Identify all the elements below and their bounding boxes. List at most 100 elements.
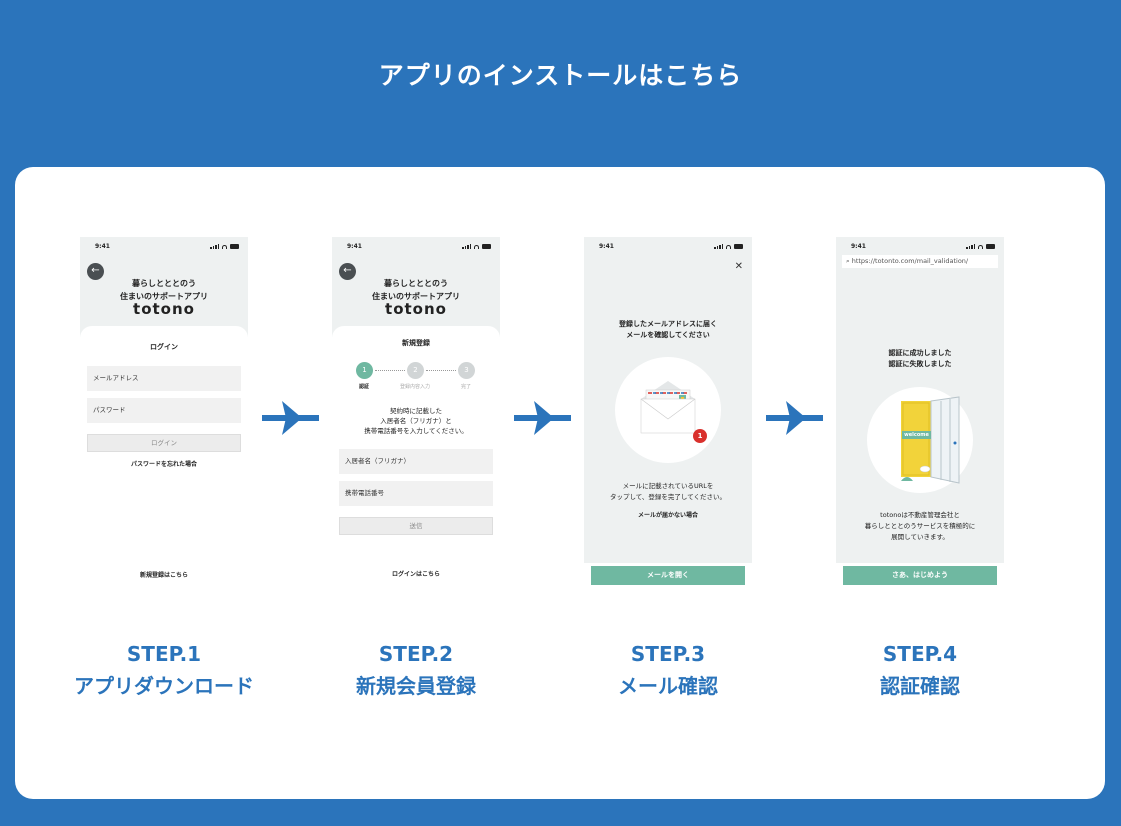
status-bar: 9:41 xyxy=(80,243,248,253)
phone-field[interactable]: 携帯電話番号 xyxy=(339,481,493,506)
back-arrow-icon[interactable]: ← xyxy=(339,263,356,280)
battery-icon xyxy=(734,244,743,249)
step-number: STEP.1 xyxy=(126,642,202,666)
stepper-line xyxy=(426,370,456,371)
battery-icon xyxy=(482,244,491,249)
battery-icon xyxy=(230,244,239,249)
search-icon: ⌕ xyxy=(846,257,852,265)
instructions-line-2: 入居者名（フリガナ）と xyxy=(380,417,452,425)
tagline-line-1: 暮らしとととのう xyxy=(132,279,196,288)
step4-screenshot: 9:41 ⌕ https://totonto.com/mail_validati… xyxy=(836,237,1004,585)
signal-icon xyxy=(210,244,219,249)
stepper-label-3: 完了 xyxy=(460,384,471,390)
browser-url-bar[interactable]: ⌕ https://totonto.com/mail_validation/ xyxy=(842,255,998,268)
stepper-label-1: 認証 xyxy=(358,384,369,390)
auth-body: totonoは不動産管理会社と 暮らしとととのうサービスを積極的に 展開していき… xyxy=(836,510,1004,543)
step-name: 認証確認 xyxy=(880,674,960,698)
wifi-icon xyxy=(726,245,731,249)
submit-button[interactable]: 送信 xyxy=(339,517,493,535)
stepper-dot-2: 2 xyxy=(407,362,424,379)
step-number: STEP.2 xyxy=(378,642,454,666)
wifi-icon xyxy=(978,245,983,249)
signup-sheet: 新規登録 1 2 3 認証 登録内容入力 完了 契約時に記載した 入居者名（フリ… xyxy=(332,326,500,585)
right-arrow-icon xyxy=(514,401,571,435)
step-name: アプリダウンロード xyxy=(74,674,254,698)
envelope-icon xyxy=(640,381,696,434)
stepper-label-2: 登録内容入力 xyxy=(399,384,430,390)
signal-icon xyxy=(966,244,975,249)
right-arrow-icon xyxy=(766,401,823,435)
login-link[interactable]: ログインはこちら xyxy=(391,571,440,578)
instructions: 契約時に記載した 入居者名（フリガナ）と 携帯電話番号を入力してください。 xyxy=(332,406,500,436)
status-icons xyxy=(966,244,995,249)
back-arrow-icon[interactable]: ← xyxy=(87,263,104,280)
name-kana-field[interactable]: 入居者名（フリガナ） xyxy=(339,449,493,474)
status-bar: 9:41 xyxy=(836,243,1004,253)
status-time: 9:41 xyxy=(347,243,362,250)
step2-screenshot: 9:41 ← 暮らしとととのう 住まいのサポートアプリ totono 新規登録 … xyxy=(332,237,500,585)
brand-logo: totono xyxy=(133,300,195,318)
status-icons xyxy=(210,244,239,249)
mail-heading-line-1: 登録したメールアドレスに届く xyxy=(619,320,717,328)
welcome-sign: welcome xyxy=(902,431,931,439)
auth-body-line-1: totonoは不動産管理会社と xyxy=(880,511,960,519)
step3-screenshot: 9:41 ✕ 登録したメールアドレスに届く メールを確認してください 1 メール… xyxy=(584,237,752,585)
status-time: 9:41 xyxy=(599,243,614,250)
door-icon xyxy=(901,396,960,484)
open-mail-button[interactable]: メールを開く xyxy=(591,566,745,585)
wifi-icon xyxy=(474,245,479,249)
tagline-line-2: 住まいのサポートアプリ xyxy=(372,292,460,301)
email-field[interactable]: メールアドレス xyxy=(87,366,241,391)
close-icon[interactable]: ✕ xyxy=(734,261,743,272)
sheet-title: ログイン xyxy=(150,343,178,351)
url-text: https://totonto.com/mail_validation/ xyxy=(851,257,969,265)
step1-screenshot: 9:41 ← 暮らしとととのう 住まいのサポートアプリ totono ログイン … xyxy=(80,237,248,585)
auth-body-line-2: 暮らしとととのうサービスを積極的に xyxy=(864,522,976,530)
step-name: メール確認 xyxy=(618,674,718,698)
mail-heading-line-2: メールを確認してください xyxy=(626,331,710,339)
start-button[interactable]: さあ、はじめよう xyxy=(843,566,997,585)
mail-body: メールに記載されているURLを タップして、登録を完了してください。 xyxy=(584,481,752,503)
instructions-line-1: 契約時に記載した xyxy=(390,407,442,415)
battery-icon xyxy=(986,244,995,249)
page-title: アプリのインストールはこちら xyxy=(378,61,743,90)
sheet-title: 新規登録 xyxy=(402,339,430,347)
wifi-icon xyxy=(222,245,227,249)
tagline: 暮らしとととのう 住まいのサポートアプリ xyxy=(80,277,248,303)
status-bar: 9:41 xyxy=(584,243,752,253)
step-label-4: STEP.4 認証確認 xyxy=(820,641,1020,701)
notification-badge: 1 xyxy=(693,429,707,443)
mail-body-line-2: タップして、登録を完了してください。 xyxy=(609,493,727,501)
step-label-3: STEP.3 メール確認 xyxy=(568,641,768,701)
instructions-line-3: 携帯電話番号を入力してください。 xyxy=(364,427,468,435)
step-name: 新規会員登録 xyxy=(356,674,476,698)
brand-logo: totono xyxy=(385,300,447,318)
tagline-line-1: 暮らしとととのう xyxy=(384,279,448,288)
signup-link[interactable]: 新規登録はこちら xyxy=(139,572,188,579)
tagline: 暮らしとととのう 住まいのサポートアプリ xyxy=(332,277,500,303)
status-bar: 9:41 xyxy=(332,243,500,253)
login-button[interactable]: ログイン xyxy=(87,434,241,452)
password-field[interactable]: パスワード xyxy=(87,398,241,423)
status-icons xyxy=(462,244,491,249)
stepper-line xyxy=(375,370,405,371)
login-sheet: ログイン メールアドレス パスワード ログイン パスワードを忘れた場合 新規登録… xyxy=(80,326,248,585)
step-label-2: STEP.2 新規会員登録 xyxy=(316,641,516,701)
auth-success-text: 認証に成功しました xyxy=(888,349,952,357)
stepper-dot-1: 1 xyxy=(356,362,373,379)
door-illustration: welcome xyxy=(867,387,973,493)
signal-icon xyxy=(714,244,723,249)
forgot-password-link[interactable]: パスワードを忘れた場合 xyxy=(130,461,197,468)
step-number: STEP.4 xyxy=(882,642,958,666)
step-number: STEP.3 xyxy=(630,642,706,666)
step-label-1: STEP.1 アプリダウンロード xyxy=(64,641,264,701)
signal-icon xyxy=(462,244,471,249)
auth-heading: 認証に成功しました 認証に失敗しました xyxy=(836,348,1004,370)
mail-not-received-link[interactable]: メールが届かない場合 xyxy=(637,512,698,519)
envelope-illustration: 1 xyxy=(615,357,721,463)
app-header xyxy=(332,237,500,337)
auth-body-line-3: 展開していきます。 xyxy=(891,533,949,541)
mail-body-line-1: メールに記載されているURLを xyxy=(622,482,714,490)
stepper-dot-3: 3 xyxy=(458,362,475,379)
mail-heading: 登録したメールアドレスに届く メールを確認してください xyxy=(584,319,752,341)
